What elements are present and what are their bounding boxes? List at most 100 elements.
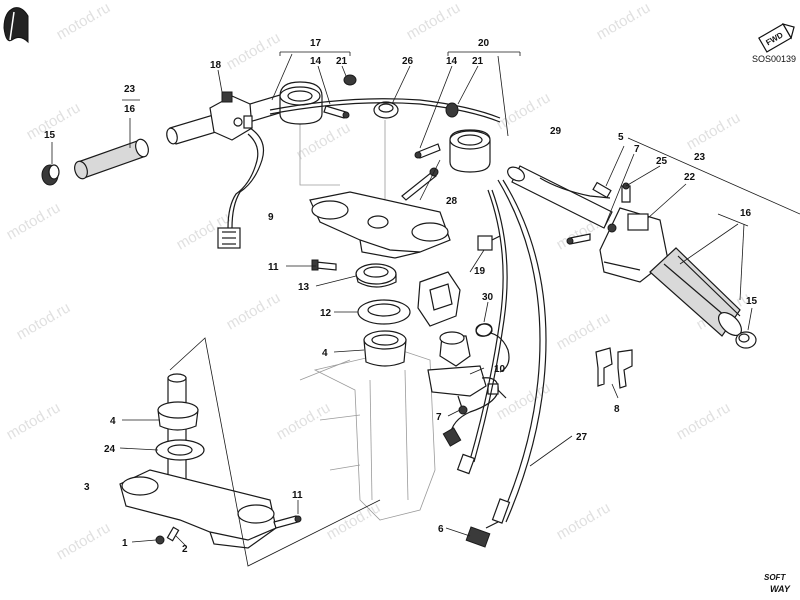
bearing-seal-12 <box>357 299 411 325</box>
watermark: motod.ru <box>4 399 64 443</box>
callout-11-top: 11 <box>268 262 279 273</box>
callout-1: 1 <box>122 538 128 549</box>
callout-labels: 23 16 15 18 17 14 21 26 20 14 21 29 5 7 … <box>44 38 758 555</box>
left-grip <box>74 138 149 180</box>
top-cable <box>269 102 501 123</box>
watermark: motod.ru <box>54 519 114 563</box>
callout-13: 13 <box>298 282 310 293</box>
callout-22: 22 <box>684 172 696 183</box>
callout-7-bottom: 7 <box>436 412 442 423</box>
right-bar-clamp <box>449 129 491 173</box>
callout-4-mid: 4 <box>322 348 328 359</box>
stopper-screw <box>166 526 180 542</box>
stem-bolt <box>401 167 439 201</box>
right-switch-connector <box>477 235 501 251</box>
watermark: motod.ru <box>294 119 354 163</box>
watermark: motod.ru <box>54 0 114 43</box>
clamp-bolt <box>323 105 350 119</box>
book-icon <box>3 7 29 44</box>
watermark: motod.ru <box>404 0 464 43</box>
housing-screw <box>621 182 631 203</box>
callout-16-right: 16 <box>740 208 752 219</box>
watermark: motod.ru <box>4 199 64 243</box>
callout-15-left: 15 <box>44 130 56 141</box>
callout-28: 28 <box>446 196 458 207</box>
watermark: motod.ru <box>684 109 744 153</box>
logo-top: SOFT <box>764 573 786 582</box>
watermark: motod.ru <box>224 29 284 73</box>
watermark: motod.ru <box>224 289 284 333</box>
callout-30: 30 <box>482 292 494 303</box>
callout-10: 10 <box>494 364 506 375</box>
watermark: motod.ru <box>14 299 74 343</box>
callout-17: 17 <box>310 38 322 49</box>
left-switch-wiring <box>217 127 265 249</box>
callout-8: 8 <box>614 404 620 415</box>
callout-26: 26 <box>402 56 414 67</box>
logo-bottom: WAY <box>770 584 791 594</box>
housing-screw-lower <box>566 233 591 245</box>
callout-18: 18 <box>210 60 222 71</box>
left-bar-end <box>41 164 60 186</box>
softway-logo: SOFT WAY <box>764 573 791 594</box>
callout-20: 20 <box>478 38 490 49</box>
watermark: motod.ru <box>554 309 614 353</box>
callout-4-low: 4 <box>110 416 116 427</box>
callout-23-left: 23 <box>124 84 136 95</box>
steering-bearing-upper <box>363 330 407 367</box>
callout-21-b: 21 <box>472 56 484 67</box>
pinch-bolt-lower <box>273 515 302 529</box>
right-grip <box>649 247 743 337</box>
top-cable <box>269 98 501 119</box>
watermark: motod.ru <box>494 379 554 423</box>
callout-16-left: 16 <box>124 104 136 115</box>
right-handlebar <box>507 165 613 229</box>
callout-3: 3 <box>84 482 90 493</box>
ignition-lock <box>417 271 487 415</box>
watermark: motod.ru <box>674 399 734 443</box>
callout-24: 24 <box>104 444 116 455</box>
callout-6: 6 <box>438 524 444 535</box>
fork-ghost-outline <box>299 120 436 521</box>
throttle-cable-upper <box>539 177 611 199</box>
callout-5: 5 <box>618 132 624 143</box>
callout-19: 19 <box>474 266 486 277</box>
lower-triple-clamp <box>119 469 277 549</box>
ignition-keys <box>595 347 633 389</box>
callout-15-right: 15 <box>746 296 758 307</box>
callout-27: 27 <box>576 432 588 443</box>
callout-11-bottom: 11 <box>292 490 303 501</box>
callout-23-right: 23 <box>694 152 706 163</box>
callout-9: 9 <box>268 212 274 223</box>
cable-end <box>465 526 491 548</box>
upper-triple-clamp <box>309 191 451 259</box>
right-clamp-bolt <box>414 143 441 159</box>
diagram-code: SOS00139 <box>752 54 796 64</box>
stopper-bolt <box>155 535 165 545</box>
assembly-lines <box>169 159 441 567</box>
watermark: motod.ru <box>324 499 384 543</box>
left-switch-housing <box>209 91 253 141</box>
group-brackets <box>122 51 800 227</box>
watermark: motod.ru <box>494 89 554 133</box>
cable-adjuster-top <box>592 181 612 199</box>
watermark: motod.ru <box>554 499 614 543</box>
right-bar-end <box>735 331 757 349</box>
right-switch-housing <box>599 207 669 283</box>
callout-2: 2 <box>182 544 188 555</box>
watermark: motod.ru <box>274 399 334 443</box>
fwd-direction-icon: FWD <box>758 23 795 53</box>
callout-7-top: 7 <box>634 144 640 155</box>
callout-14-b: 14 <box>446 56 458 67</box>
throttle-cables <box>456 179 547 529</box>
right-clamp-plug <box>445 102 459 118</box>
leader-lines <box>51 53 753 547</box>
bearing-washer-13 <box>355 263 397 288</box>
steering-bearing-lower <box>157 401 199 431</box>
watermark: motod.ru <box>594 0 654 43</box>
clamp-plug <box>343 74 357 86</box>
callout-25: 25 <box>656 156 668 167</box>
steering-stem-nut <box>373 101 399 119</box>
o-ring <box>475 323 493 337</box>
